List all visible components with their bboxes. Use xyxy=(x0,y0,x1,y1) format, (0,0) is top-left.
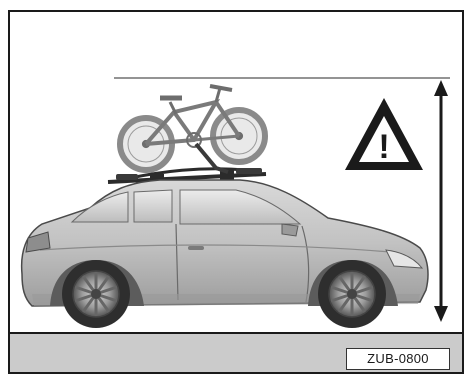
warning-symbol: ! xyxy=(378,128,389,166)
ground-strip: ZUB-0800 xyxy=(10,332,462,374)
figure-code-label: ZUB-0800 xyxy=(346,348,450,370)
vehicle-illustration: ! xyxy=(10,12,462,332)
rear-wheel xyxy=(62,260,130,328)
height-arrow-icon xyxy=(434,80,448,322)
front-wheel xyxy=(318,260,386,328)
bicycle xyxy=(120,86,265,170)
warning-triangle-icon: ! xyxy=(345,98,423,170)
illustration-frame: ! xyxy=(8,10,464,374)
